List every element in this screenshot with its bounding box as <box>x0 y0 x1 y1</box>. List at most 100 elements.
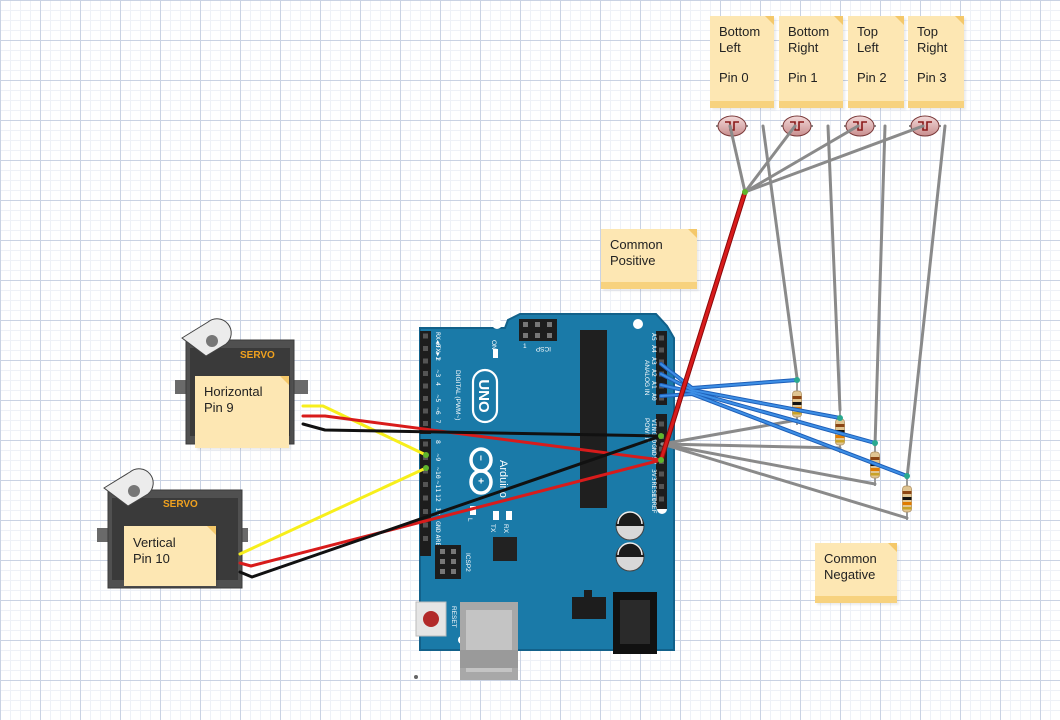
usb-chip <box>493 537 517 561</box>
digital-pin-label: 7 <box>434 420 442 424</box>
stray-point <box>414 675 418 679</box>
power-pin-hole[interactable] <box>659 446 664 452</box>
digital-pin-label: RX◀0 <box>434 332 442 348</box>
wire-endpoints <box>423 189 910 479</box>
analog-pin-label: A3 <box>650 357 658 365</box>
analog-pin-hole[interactable] <box>659 335 664 341</box>
note-text: Bottom <box>719 24 761 39</box>
servo-label: SERVO <box>240 350 275 361</box>
ldr-wires <box>728 124 947 480</box>
digital-pin-hole[interactable] <box>423 421 428 426</box>
wire-h-servo-ground <box>301 422 663 438</box>
reset-label: RESET <box>450 606 457 628</box>
analog-pin-hole[interactable] <box>659 395 664 401</box>
note-common-negative[interactable]: Common Negative <box>815 543 897 603</box>
icsp-label: ICSP <box>536 345 551 352</box>
digital-pin-hole[interactable] <box>423 522 428 528</box>
power-pin-label: 3V3 <box>650 469 658 481</box>
photoresistor[interactable] <box>716 115 748 137</box>
note-top-right[interactable]: Top Right Pin 3 <box>908 16 964 108</box>
note-bottom-right[interactable]: Bottom Right Pin 1 <box>779 16 843 108</box>
icsp2-header <box>435 545 461 579</box>
resistor[interactable] <box>902 475 912 520</box>
wire-gnd-r1 <box>660 418 799 446</box>
analog-pin-hole[interactable] <box>659 347 664 353</box>
digital-pin-hole[interactable] <box>423 383 428 389</box>
digital-pin-hole[interactable] <box>423 408 428 414</box>
digital-pin-hole[interactable] <box>423 441 428 447</box>
note-text: Left <box>857 40 879 55</box>
l-led <box>470 506 476 515</box>
l-label: L <box>466 518 473 522</box>
digital-pin-label: ~11 <box>434 481 442 493</box>
wire-ldr-tl-right <box>873 124 887 447</box>
note-horizontal-servo[interactable]: Horizontal Pin 9 <box>195 376 289 448</box>
digital-pin-hole[interactable] <box>423 396 428 401</box>
usb-port[interactable] <box>460 602 518 680</box>
digital-pin-label: ~5 <box>434 395 442 403</box>
digital-pin-label: GND <box>434 521 442 533</box>
digital-pin-label: 2 <box>434 357 442 361</box>
analog-pin-label: A5 <box>650 333 658 341</box>
digital-pin-label: ~3 <box>434 370 442 378</box>
capacitor <box>615 542 645 572</box>
power-pin-hole[interactable] <box>659 484 664 489</box>
digital-pin-label: 12 <box>434 494 442 502</box>
digital-pin-hole[interactable] <box>423 346 428 351</box>
digital-pin-hole[interactable] <box>423 371 428 376</box>
note-common-positive[interactable]: Common Positive <box>601 229 697 289</box>
digital-pin-hole[interactable] <box>423 358 428 364</box>
power-pin-hole[interactable] <box>659 471 664 477</box>
rx-led <box>506 511 512 520</box>
tx-label: TX <box>489 524 496 533</box>
wire-ldr-tl-left <box>743 124 860 194</box>
wire-ldr-br-left <box>743 124 797 194</box>
wire-ldr-bl-left <box>728 124 747 194</box>
servo-label: SERVO <box>163 499 198 510</box>
digital-pin-hole[interactable] <box>423 468 428 474</box>
power-pin-label: RESET <box>650 482 658 502</box>
svg-text:+: + <box>475 478 486 484</box>
resistor[interactable] <box>792 380 802 425</box>
note-text: Right <box>788 40 819 55</box>
note-text: Top <box>857 24 878 39</box>
analog-pin-label: A0 <box>650 393 658 401</box>
note-text: Pin 3 <box>917 70 947 85</box>
note-text: Positive <box>610 253 656 268</box>
icsp-pin1-label: 1 <box>523 343 527 350</box>
analog-pin-label: A1 <box>650 381 658 389</box>
note-bottom-left[interactable]: Bottom Left Pin 0 <box>710 16 774 108</box>
digital-pin-label: AREF <box>434 535 442 551</box>
digital-pin-hole[interactable] <box>423 536 428 541</box>
note-text: Pin 9 <box>204 400 234 415</box>
digital-pin-hole[interactable] <box>423 333 428 339</box>
power-pin-hole[interactable] <box>659 421 664 427</box>
power-pin-hole[interactable] <box>659 496 664 502</box>
digital-pin-label: ~6 <box>434 407 442 415</box>
photoresistor[interactable] <box>781 115 813 137</box>
digital-pin-hole[interactable] <box>423 495 428 501</box>
mounting-hole <box>633 319 643 329</box>
photoresistor[interactable] <box>844 115 876 137</box>
tx-led <box>493 511 499 520</box>
note-vertical-servo[interactable]: Vertical Pin 10 <box>124 526 216 586</box>
note-text: Left <box>719 40 741 55</box>
note-top-left[interactable]: Top Left Pin 2 <box>848 16 904 108</box>
digital-pwm-label: DIGITAL (PWM~) <box>454 370 461 420</box>
reset-button[interactable] <box>415 601 447 637</box>
mounting-hole <box>492 319 502 329</box>
on-label: ON <box>490 340 497 350</box>
digital-pin-hole[interactable] <box>423 482 428 487</box>
analog-pin-label: A2 <box>650 369 658 377</box>
note-text: Pin 2 <box>857 70 887 85</box>
rx-label: RX <box>502 524 509 534</box>
icsp2-label: ICSP2 <box>464 553 471 572</box>
power-pin-label: VIN <box>650 419 658 431</box>
photoresistor[interactable] <box>909 115 941 137</box>
note-text: Right <box>917 40 948 55</box>
digital-header-upper <box>420 331 431 434</box>
digital-pin-hole[interactable] <box>423 509 428 514</box>
analog-pin-hole[interactable] <box>659 359 664 365</box>
wire-gnd-r3 <box>660 442 877 486</box>
